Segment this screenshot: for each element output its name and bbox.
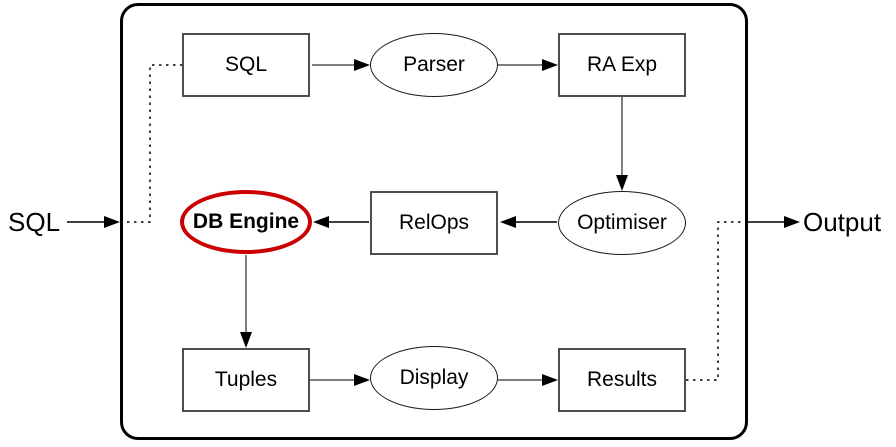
node-tuples: Tuples bbox=[182, 348, 310, 412]
node-db-engine-label: DB Engine bbox=[192, 210, 300, 233]
dotted-output-route bbox=[686, 221, 748, 381]
node-parser: Parser bbox=[370, 33, 498, 97]
edge-raexp-to-optimiser-arrowhead bbox=[616, 175, 628, 191]
external-input-label: SQL bbox=[8, 207, 61, 237]
edge-dbengine-to-tuples-arrowhead bbox=[240, 332, 252, 348]
node-results: Results bbox=[558, 348, 686, 412]
dotted-input-route bbox=[120, 64, 182, 223]
node-sql-box: SQL bbox=[182, 33, 310, 97]
edge-tuples-to-display-arrowhead bbox=[354, 374, 370, 386]
external-output-arrowhead bbox=[784, 216, 800, 228]
external-input-arrowhead bbox=[104, 216, 120, 228]
node-ra-exp: RA Exp bbox=[558, 33, 686, 97]
node-relops-label: RelOps bbox=[398, 211, 470, 234]
node-display-label: Display bbox=[399, 366, 469, 389]
node-sql-box-label: SQL bbox=[224, 53, 268, 76]
edge-optimiser-to-relops-arrowhead bbox=[500, 216, 516, 228]
node-tuples-label: Tuples bbox=[214, 368, 278, 391]
node-ra-exp-label: RA Exp bbox=[586, 53, 658, 76]
edge-relops-to-dbengine-arrowhead bbox=[313, 216, 329, 228]
node-results-label: Results bbox=[586, 368, 658, 391]
edge-parser-to-raexp-arrowhead bbox=[542, 59, 558, 71]
external-output-label: Output bbox=[803, 207, 882, 237]
node-parser-label: Parser bbox=[403, 53, 465, 76]
node-display: Display bbox=[370, 346, 498, 410]
node-db-engine: DB Engine bbox=[180, 190, 312, 254]
node-relops: RelOps bbox=[370, 191, 498, 255]
node-optimiser: Optimiser bbox=[558, 191, 686, 255]
edge-display-to-results-arrowhead bbox=[542, 374, 558, 386]
node-optimiser-label: Optimiser bbox=[577, 211, 667, 234]
edge-sql-to-parser-arrowhead bbox=[354, 59, 370, 71]
